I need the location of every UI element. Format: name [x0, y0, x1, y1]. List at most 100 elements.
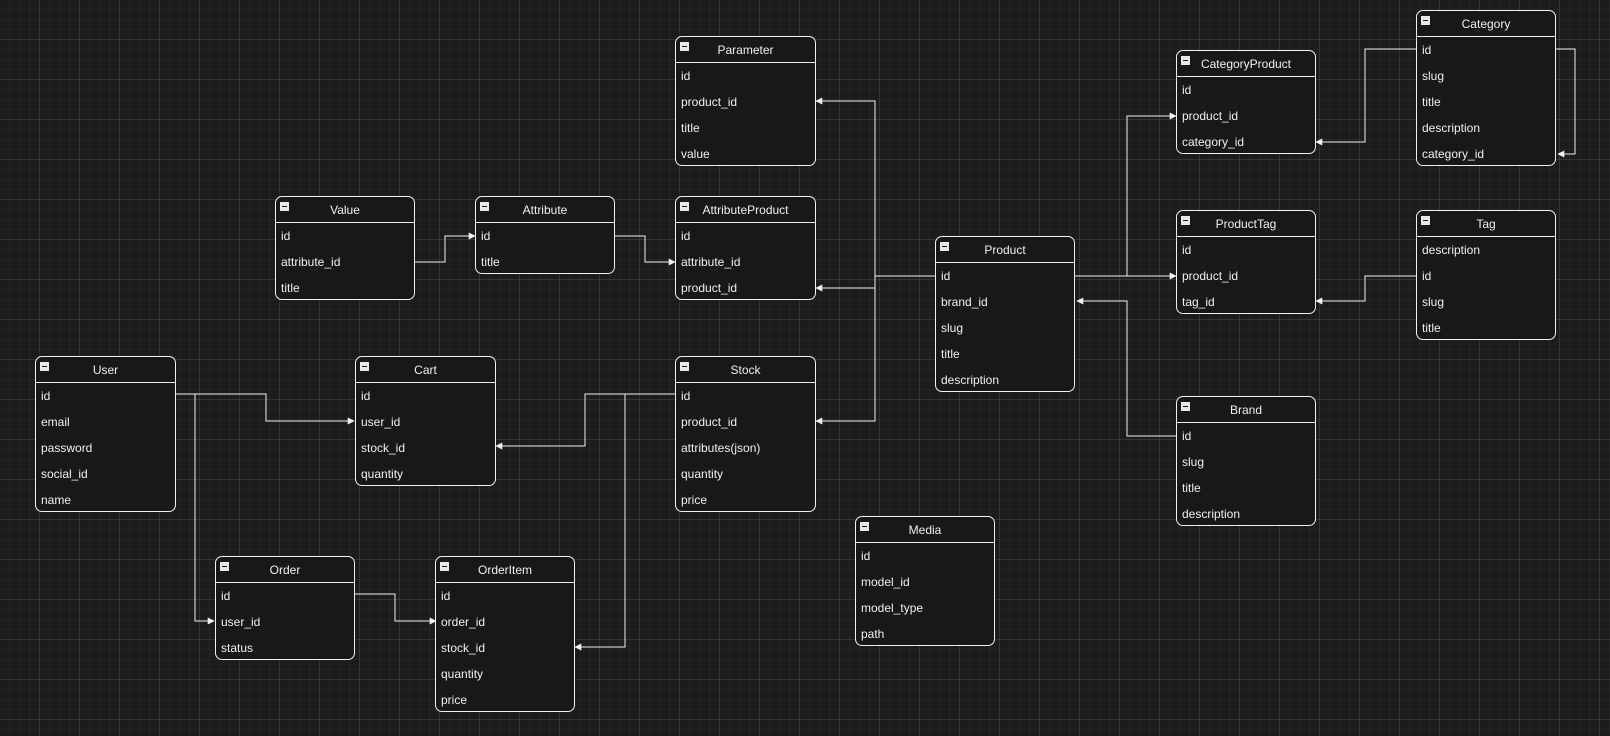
connector-user-cart[interactable]: [176, 393, 355, 425]
connector-product-parameter[interactable]: [815, 97, 935, 277]
entity-field[interactable]: title: [281, 281, 300, 295]
connector-user-order[interactable]: [176, 393, 215, 625]
collapse-icon[interactable]: [1421, 216, 1430, 225]
entity-header[interactable]: AttributeProduct: [676, 197, 815, 223]
entity-field[interactable]: description: [1422, 121, 1481, 135]
entity-header[interactable]: Attribute: [476, 197, 614, 223]
entity-field[interactable]: attribute_id: [681, 255, 741, 269]
entity-field[interactable]: path: [861, 627, 885, 641]
entity-field[interactable]: product_id: [681, 95, 738, 109]
collapse-icon[interactable]: [680, 42, 689, 51]
entity-field[interactable]: password: [41, 441, 93, 455]
entity-field[interactable]: category_id: [1422, 147, 1485, 161]
entity-field[interactable]: id: [281, 229, 291, 243]
entity-field[interactable]: title: [681, 121, 700, 135]
entity-header[interactable]: Tag: [1417, 211, 1555, 237]
entity-field[interactable]: id: [441, 589, 451, 603]
entity-field[interactable]: stock_id: [361, 441, 406, 455]
entity-header[interactable]: Cart: [356, 357, 495, 383]
entity-field[interactable]: description: [1182, 507, 1241, 521]
entity-field[interactable]: id: [361, 389, 371, 403]
entity-header[interactable]: Order: [216, 557, 354, 583]
entity-field[interactable]: slug: [1422, 69, 1445, 83]
entity-field[interactable]: id: [481, 229, 491, 243]
entity-field[interactable]: id: [1182, 243, 1192, 257]
entity-field[interactable]: stock_id: [441, 641, 486, 655]
entity-field[interactable]: slug: [1182, 455, 1205, 469]
entity-attribute[interactable]: Attribute id title: [475, 196, 615, 274]
entity-field[interactable]: id: [1422, 269, 1432, 283]
collapse-icon[interactable]: [1421, 16, 1430, 25]
connector-category-categoryproduct[interactable]: [1315, 48, 1416, 146]
collapse-icon[interactable]: [680, 202, 689, 211]
entity-header[interactable]: CategoryProduct: [1177, 51, 1315, 77]
entity-header[interactable]: OrderItem: [436, 557, 574, 583]
entity-field[interactable]: id: [681, 69, 691, 83]
entity-field[interactable]: user_id: [361, 415, 401, 429]
entity-field[interactable]: title: [1182, 481, 1201, 495]
entity-field[interactable]: slug: [1422, 295, 1445, 309]
entity-field[interactable]: id: [221, 589, 231, 603]
entity-field[interactable]: slug: [941, 321, 964, 335]
entity-field[interactable]: status: [221, 641, 254, 655]
entity-header[interactable]: Brand: [1177, 397, 1315, 423]
entity-header[interactable]: Product: [936, 237, 1074, 263]
entity-category-product[interactable]: CategoryProduct id product_id category_id: [1176, 50, 1316, 154]
connector-brand-product[interactable]: [1076, 297, 1176, 437]
entity-field[interactable]: product_id: [681, 281, 738, 295]
collapse-icon[interactable]: [440, 562, 449, 571]
entity-field[interactable]: id: [1182, 83, 1192, 97]
entity-header[interactable]: User: [36, 357, 175, 383]
entity-field[interactable]: model_id: [861, 575, 910, 589]
entity-field[interactable]: tag_id: [1182, 295, 1215, 309]
entity-field[interactable]: value: [681, 147, 710, 161]
entity-header[interactable]: Stock: [676, 357, 815, 383]
entity-field[interactable]: id: [941, 269, 951, 283]
entity-field[interactable]: quantity: [441, 667, 484, 681]
entity-field[interactable]: description: [941, 373, 1000, 387]
entity-field[interactable]: quantity: [681, 467, 724, 481]
connector-tag-producttag[interactable]: [1315, 275, 1416, 305]
connector-attribute-attributeproduct[interactable]: [615, 235, 676, 266]
entity-field[interactable]: description: [1422, 243, 1481, 257]
connector-product-stock[interactable]: [815, 275, 935, 425]
entity-field[interactable]: product_id: [1182, 269, 1239, 283]
entity-field[interactable]: name: [41, 493, 72, 507]
collapse-icon[interactable]: [220, 562, 229, 571]
entity-field[interactable]: title: [481, 255, 500, 269]
collapse-icon[interactable]: [860, 522, 869, 531]
entity-header[interactable]: Value: [276, 197, 414, 223]
entity-field[interactable]: id: [1422, 43, 1432, 57]
collapse-icon[interactable]: [280, 202, 289, 211]
entity-field[interactable]: user_id: [221, 615, 261, 629]
entity-field[interactable]: social_id: [41, 467, 88, 481]
entity-field[interactable]: category_id: [1182, 135, 1245, 149]
entity-field[interactable]: brand_id: [941, 295, 988, 309]
connector-category-self[interactable]: [1556, 48, 1576, 158]
collapse-icon[interactable]: [940, 242, 949, 251]
entity-field[interactable]: order_id: [441, 615, 486, 629]
entity-header[interactable]: ProductTag: [1177, 211, 1315, 237]
collapse-icon[interactable]: [40, 362, 49, 371]
entity-field[interactable]: id: [41, 389, 51, 403]
entity-field[interactable]: id: [681, 389, 691, 403]
connector-product-categoryproduct[interactable]: [1075, 112, 1177, 277]
entity-field[interactable]: price: [681, 493, 708, 507]
entity-header[interactable]: Media: [856, 517, 994, 543]
connector-order-orderitem[interactable]: [355, 593, 437, 625]
entity-field[interactable]: id: [1182, 429, 1192, 443]
entity-header[interactable]: Category: [1417, 11, 1555, 37]
entity-field[interactable]: model_type: [861, 601, 924, 615]
entity-field[interactable]: attribute_id: [281, 255, 341, 269]
entity-field[interactable]: product_id: [1182, 109, 1239, 123]
entity-field[interactable]: quantity: [361, 467, 404, 481]
